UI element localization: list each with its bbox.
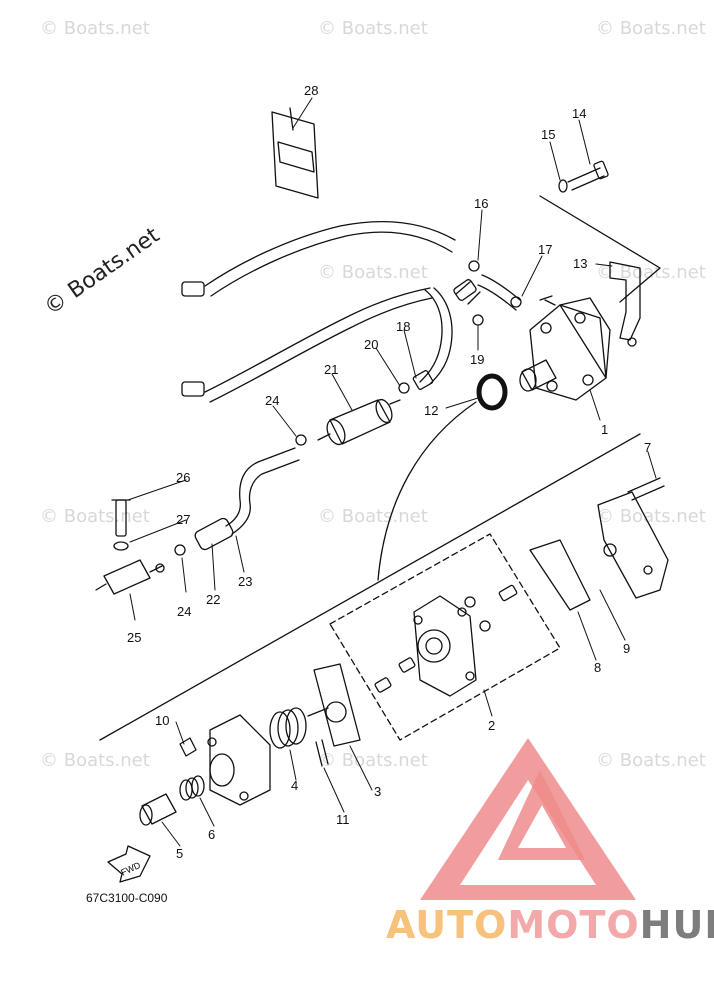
fuel-pump-assembly bbox=[519, 295, 611, 401]
diagram-code: 67C3100-C090 bbox=[86, 891, 168, 905]
callout-22: 22 bbox=[206, 592, 221, 607]
brand-part-3: HUB bbox=[639, 903, 714, 947]
watermark: © Boats.net bbox=[318, 750, 428, 771]
callout-20: 20 bbox=[364, 337, 379, 352]
watermark: © Boats.net bbox=[596, 18, 706, 39]
callout-18: 18 bbox=[396, 319, 411, 334]
curve-line bbox=[377, 401, 477, 581]
callout-2: 2 bbox=[488, 718, 496, 733]
callout-4: 4 bbox=[291, 778, 299, 793]
callout-19: 19 bbox=[470, 352, 485, 367]
callout-28: 28 bbox=[304, 83, 319, 98]
callout-16: 16 bbox=[474, 196, 489, 211]
pump-body bbox=[374, 584, 518, 697]
plunger bbox=[139, 793, 177, 826]
callout-9: 9 bbox=[623, 641, 631, 656]
callout-7: 7 bbox=[644, 440, 652, 455]
pump-cover bbox=[529, 477, 669, 611]
watermark: © Boats.net bbox=[40, 18, 150, 39]
watermark: © Boats.net bbox=[596, 506, 706, 527]
fuel-hose-23 bbox=[194, 447, 300, 551]
pump-bracket bbox=[539, 160, 661, 347]
automotohub-logo bbox=[420, 738, 636, 900]
watermark: © Boats.net bbox=[596, 262, 706, 283]
callout-6: 6 bbox=[208, 827, 216, 842]
leader-lines bbox=[127, 97, 657, 847]
pump-hose bbox=[412, 274, 521, 390]
callout-12: 12 bbox=[424, 403, 439, 418]
callout-23: 23 bbox=[238, 574, 253, 589]
callout-25: 25 bbox=[127, 630, 142, 645]
callout-10: 10 bbox=[155, 713, 170, 728]
callout-3: 3 bbox=[374, 784, 382, 799]
watermark: © Boats.net bbox=[318, 506, 428, 527]
callout-24: 24 bbox=[265, 393, 280, 408]
fwd-label: FWD bbox=[119, 860, 142, 878]
watermark: © Boats.net bbox=[596, 750, 706, 771]
callout-26: 26 bbox=[176, 470, 191, 485]
fwd-arrow bbox=[107, 845, 151, 883]
o-ring bbox=[476, 373, 508, 411]
watermark: © Boats.net bbox=[40, 750, 150, 771]
assembly-box bbox=[329, 533, 561, 741]
callout-14: 14 bbox=[572, 106, 587, 121]
callout-21: 21 bbox=[324, 362, 339, 377]
callout-27: 27 bbox=[176, 512, 191, 527]
diaphragm bbox=[307, 663, 361, 747]
callout-24-lower: 24 bbox=[177, 604, 192, 619]
pump-housing bbox=[179, 714, 329, 806]
callout-15: 15 bbox=[541, 127, 556, 142]
callout-1: 1 bbox=[601, 422, 609, 437]
watermark: © Boats.net bbox=[318, 18, 428, 39]
watermark: © Boats.net bbox=[40, 506, 150, 527]
callout-8: 8 bbox=[594, 660, 602, 675]
label-tag bbox=[271, 107, 319, 199]
callout-17: 17 bbox=[538, 242, 553, 257]
mounting-line bbox=[99, 433, 641, 741]
hose-clip bbox=[174, 260, 522, 556]
brand-wordmark: AUTOMOTOHUB bbox=[386, 903, 714, 947]
callout-11: 11 bbox=[336, 812, 350, 827]
fuel-filter bbox=[317, 398, 401, 446]
callout-5: 5 bbox=[176, 846, 184, 861]
spring bbox=[179, 707, 307, 801]
callout-13: 13 bbox=[573, 256, 588, 271]
brand-part-2: MOTO bbox=[507, 903, 640, 947]
fuel-joint bbox=[95, 499, 165, 595]
watermark: © Boats.net bbox=[318, 262, 428, 283]
fuel-hose bbox=[181, 220, 456, 403]
brand-part-1: AUTO bbox=[386, 903, 508, 947]
